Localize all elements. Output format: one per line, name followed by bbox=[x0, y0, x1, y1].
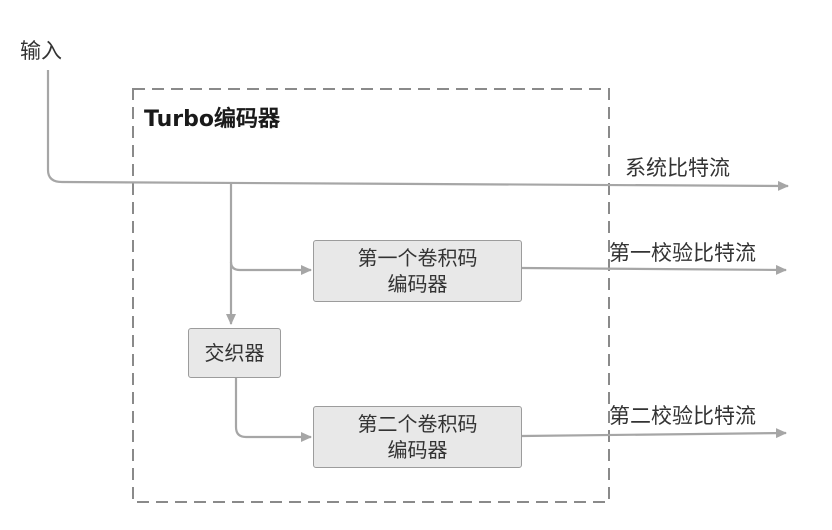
diagram-title: Turbo编码器 bbox=[144, 107, 280, 132]
interleaver-label: 交织器 bbox=[204, 341, 265, 365]
systematic-line bbox=[46, 70, 789, 191]
turbo-encoder-boundary bbox=[132, 88, 610, 503]
parity2-line bbox=[521, 428, 787, 439]
encoder1-line2: 编码器 bbox=[387, 272, 448, 296]
encoder1-line1: 第一个卷积码 bbox=[357, 246, 478, 270]
encoder2-box: 第二个卷积码 编码器 bbox=[313, 406, 522, 468]
interleaver-to-encoder2 bbox=[234, 378, 312, 442]
encoder2-line1: 第二个卷积码 bbox=[357, 412, 478, 436]
interleaver-box: 交织器 bbox=[188, 328, 281, 378]
encoder2-line2: 编码器 bbox=[387, 438, 448, 462]
input-label: 输入 bbox=[20, 39, 62, 63]
encoder1-box: 第一个卷积码 编码器 bbox=[313, 240, 522, 302]
parity1-line bbox=[521, 264, 787, 275]
branch-to-encoder1 bbox=[229, 183, 312, 275]
systematic-output-label: 系统比特流 bbox=[625, 156, 730, 180]
parity1-output-label: 第一校验比特流 bbox=[609, 241, 756, 265]
parity2-output-label: 第二校验比特流 bbox=[609, 404, 756, 428]
